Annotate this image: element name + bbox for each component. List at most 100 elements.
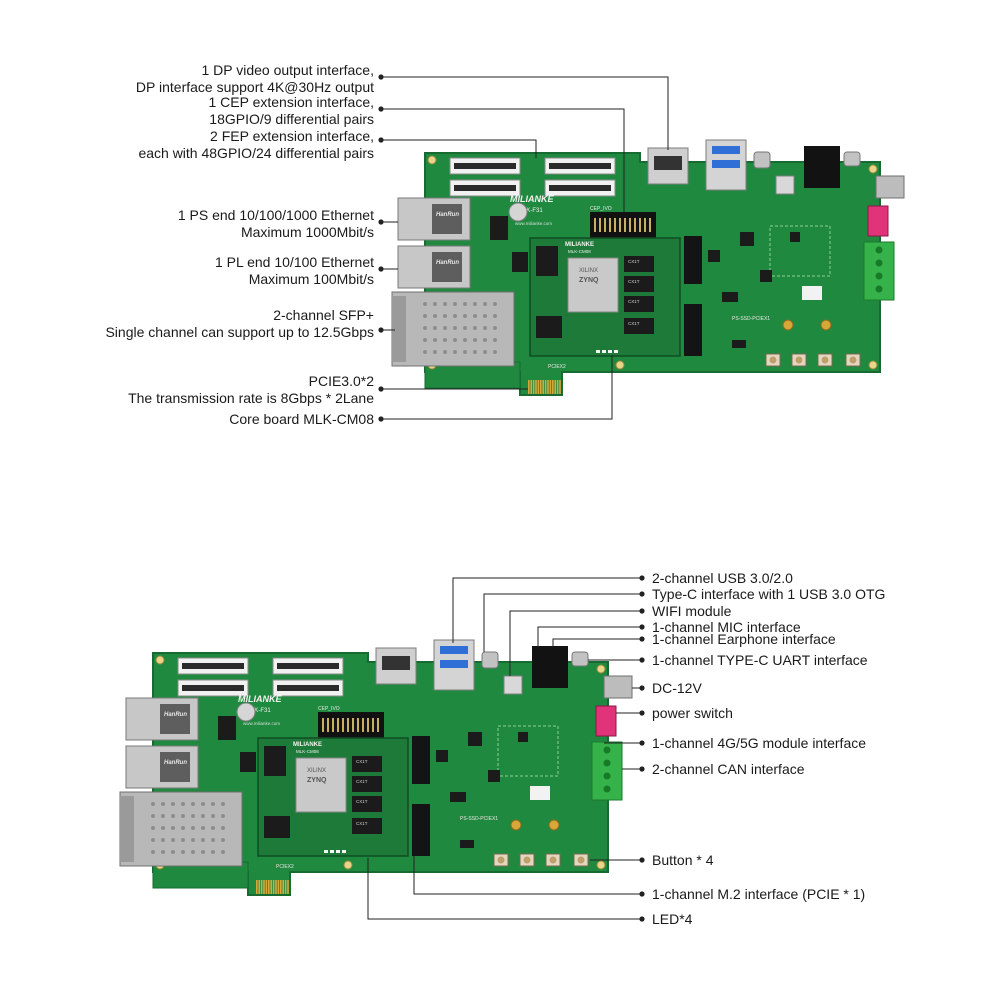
bottom-brand: MILIANKE [238, 694, 282, 704]
top-pcie-finger [528, 380, 530, 394]
bottom-sfp-vent [191, 850, 195, 854]
label-button-line: Button * 4 [652, 852, 714, 868]
bottom-pcie-finger [265, 880, 268, 894]
leader-m2 [413, 856, 642, 895]
bottom-rj45-face [160, 752, 190, 782]
leader-core [381, 355, 613, 420]
top-sfp-vent [423, 350, 427, 354]
label-earphone: 1-channel Earphone interface [652, 631, 836, 648]
bottom-led [342, 850, 346, 853]
top-fep-slot [549, 163, 611, 169]
leader-dot-dc [639, 685, 645, 691]
top-fpga [567, 257, 619, 313]
leader-cep [381, 108, 625, 212]
label-fep-line: each with 48GPIO/24 differential pairs [138, 145, 374, 161]
bottom-gold-hole [548, 819, 560, 831]
bottom-fep-slot [182, 663, 244, 669]
bottom-sfp-vent [201, 838, 205, 842]
bottom-pcie-finger [263, 880, 265, 894]
bottom-pcie-finger [280, 880, 282, 894]
bottom-pcie-finger [287, 880, 289, 894]
bottom-typec-uart [571, 651, 589, 667]
bottom-ic [468, 732, 482, 746]
bottom-fep-slot [277, 685, 339, 691]
bottom-rj45-text: HanRun [164, 760, 187, 766]
top-typec-otg [753, 151, 771, 169]
leader-dp [381, 76, 669, 150]
top-pcie-finger [532, 380, 535, 394]
bottom-cep-pin [337, 718, 339, 732]
top-pcie-finger [559, 380, 561, 394]
bottom-cep-pin [347, 718, 349, 732]
bottom-pcie-finger [256, 880, 258, 894]
leader-dot-button [639, 857, 645, 863]
bottom-sfp-vent [221, 802, 225, 806]
top-ic [740, 232, 754, 246]
bottom-core-brand: MILIANKE [293, 742, 322, 748]
bottom-memory-text: CX1T [356, 779, 368, 784]
label-power: power switch [652, 705, 733, 722]
top-dp-socket [654, 156, 682, 170]
bottom-sfp-vent [201, 814, 205, 818]
label-usb: 2-channel USB 3.0/2.0 [652, 570, 793, 587]
label-sfp-line: Single channel can support up to 12.5Gbp… [105, 324, 374, 340]
leader-dot-core [378, 416, 384, 422]
bottom-pcie-finger [258, 880, 260, 894]
top-fpga-chip: ZYNQ [579, 277, 599, 284]
bottom-memory-text: CX1T [356, 821, 368, 826]
label-ps-eth-line: Maximum 1000Mbit/s [240, 224, 374, 240]
top-gold-hole [820, 319, 832, 331]
bottom-memory-text: CX1T [356, 759, 368, 764]
top-gold-hole [782, 319, 794, 331]
top-core-brand: MILIANKE [565, 242, 594, 248]
leader-dot-led [639, 916, 645, 922]
leader-typec-otg [483, 593, 642, 652]
bottom-cep-pin [352, 718, 354, 732]
bottom-button-cap [497, 856, 505, 864]
label-dp-line: 1 DP video output interface, [201, 62, 374, 78]
bottom-pcie-finger [270, 880, 272, 894]
label-uart-line: 1-channel TYPE-C UART interface [652, 652, 868, 668]
top-memory-text: CX1T [628, 279, 640, 284]
label-wifi-line: WIFI module [652, 603, 732, 619]
leader-dot-pcie [378, 386, 384, 392]
bottom-cep-pin [357, 718, 359, 732]
top-sfp-vent [493, 314, 497, 318]
top-fep-slot [454, 163, 516, 169]
top-ic [490, 216, 508, 240]
top-pcie-finger [530, 380, 532, 394]
bottom-pcie-finger [284, 880, 287, 894]
bottom-usb-port-1 [440, 646, 468, 654]
top-memory-text: CX1T [628, 299, 640, 304]
bottom-sfp-vent [151, 802, 155, 806]
top-cep-pin [639, 218, 641, 232]
bottom-button-cap [523, 856, 531, 864]
top-pcie-finger [542, 380, 544, 394]
bottom-ic [450, 792, 466, 802]
bottom-website: www.milianke.com [243, 721, 280, 726]
bottom-sfp-vent [191, 838, 195, 842]
top-sfp-vent [493, 338, 497, 342]
top-memory-chip [624, 276, 654, 292]
label-m2: 1-channel M.2 interface (PCIE * 1) [652, 886, 865, 903]
bottom-sfp-vent [161, 826, 165, 830]
bottom-sfp-vent [161, 838, 165, 842]
top-memory-chip [624, 318, 654, 334]
bottom-can-screw [603, 746, 611, 754]
leader-dot-pl-eth [378, 266, 384, 272]
bottom-battery [236, 702, 256, 722]
bottom-sfp-vent [211, 850, 215, 854]
bottom-led [336, 850, 340, 853]
bottom-mount-hole [596, 860, 606, 870]
label-dc: DC-12V [652, 680, 702, 697]
top-mount-hole [868, 164, 878, 174]
bottom-sfp-vent [221, 838, 225, 842]
top-wifi-module [775, 175, 795, 195]
top-sfp-vent [493, 326, 497, 330]
top-ic [732, 340, 746, 348]
top-sim-label [802, 286, 822, 300]
label-typec-otg: Type-C interface with 1 USB 3.0 OTG [652, 586, 885, 603]
bottom-rj45-face [160, 704, 190, 734]
top-sfp-vent [473, 302, 477, 306]
top-sfp-vent [423, 326, 427, 330]
